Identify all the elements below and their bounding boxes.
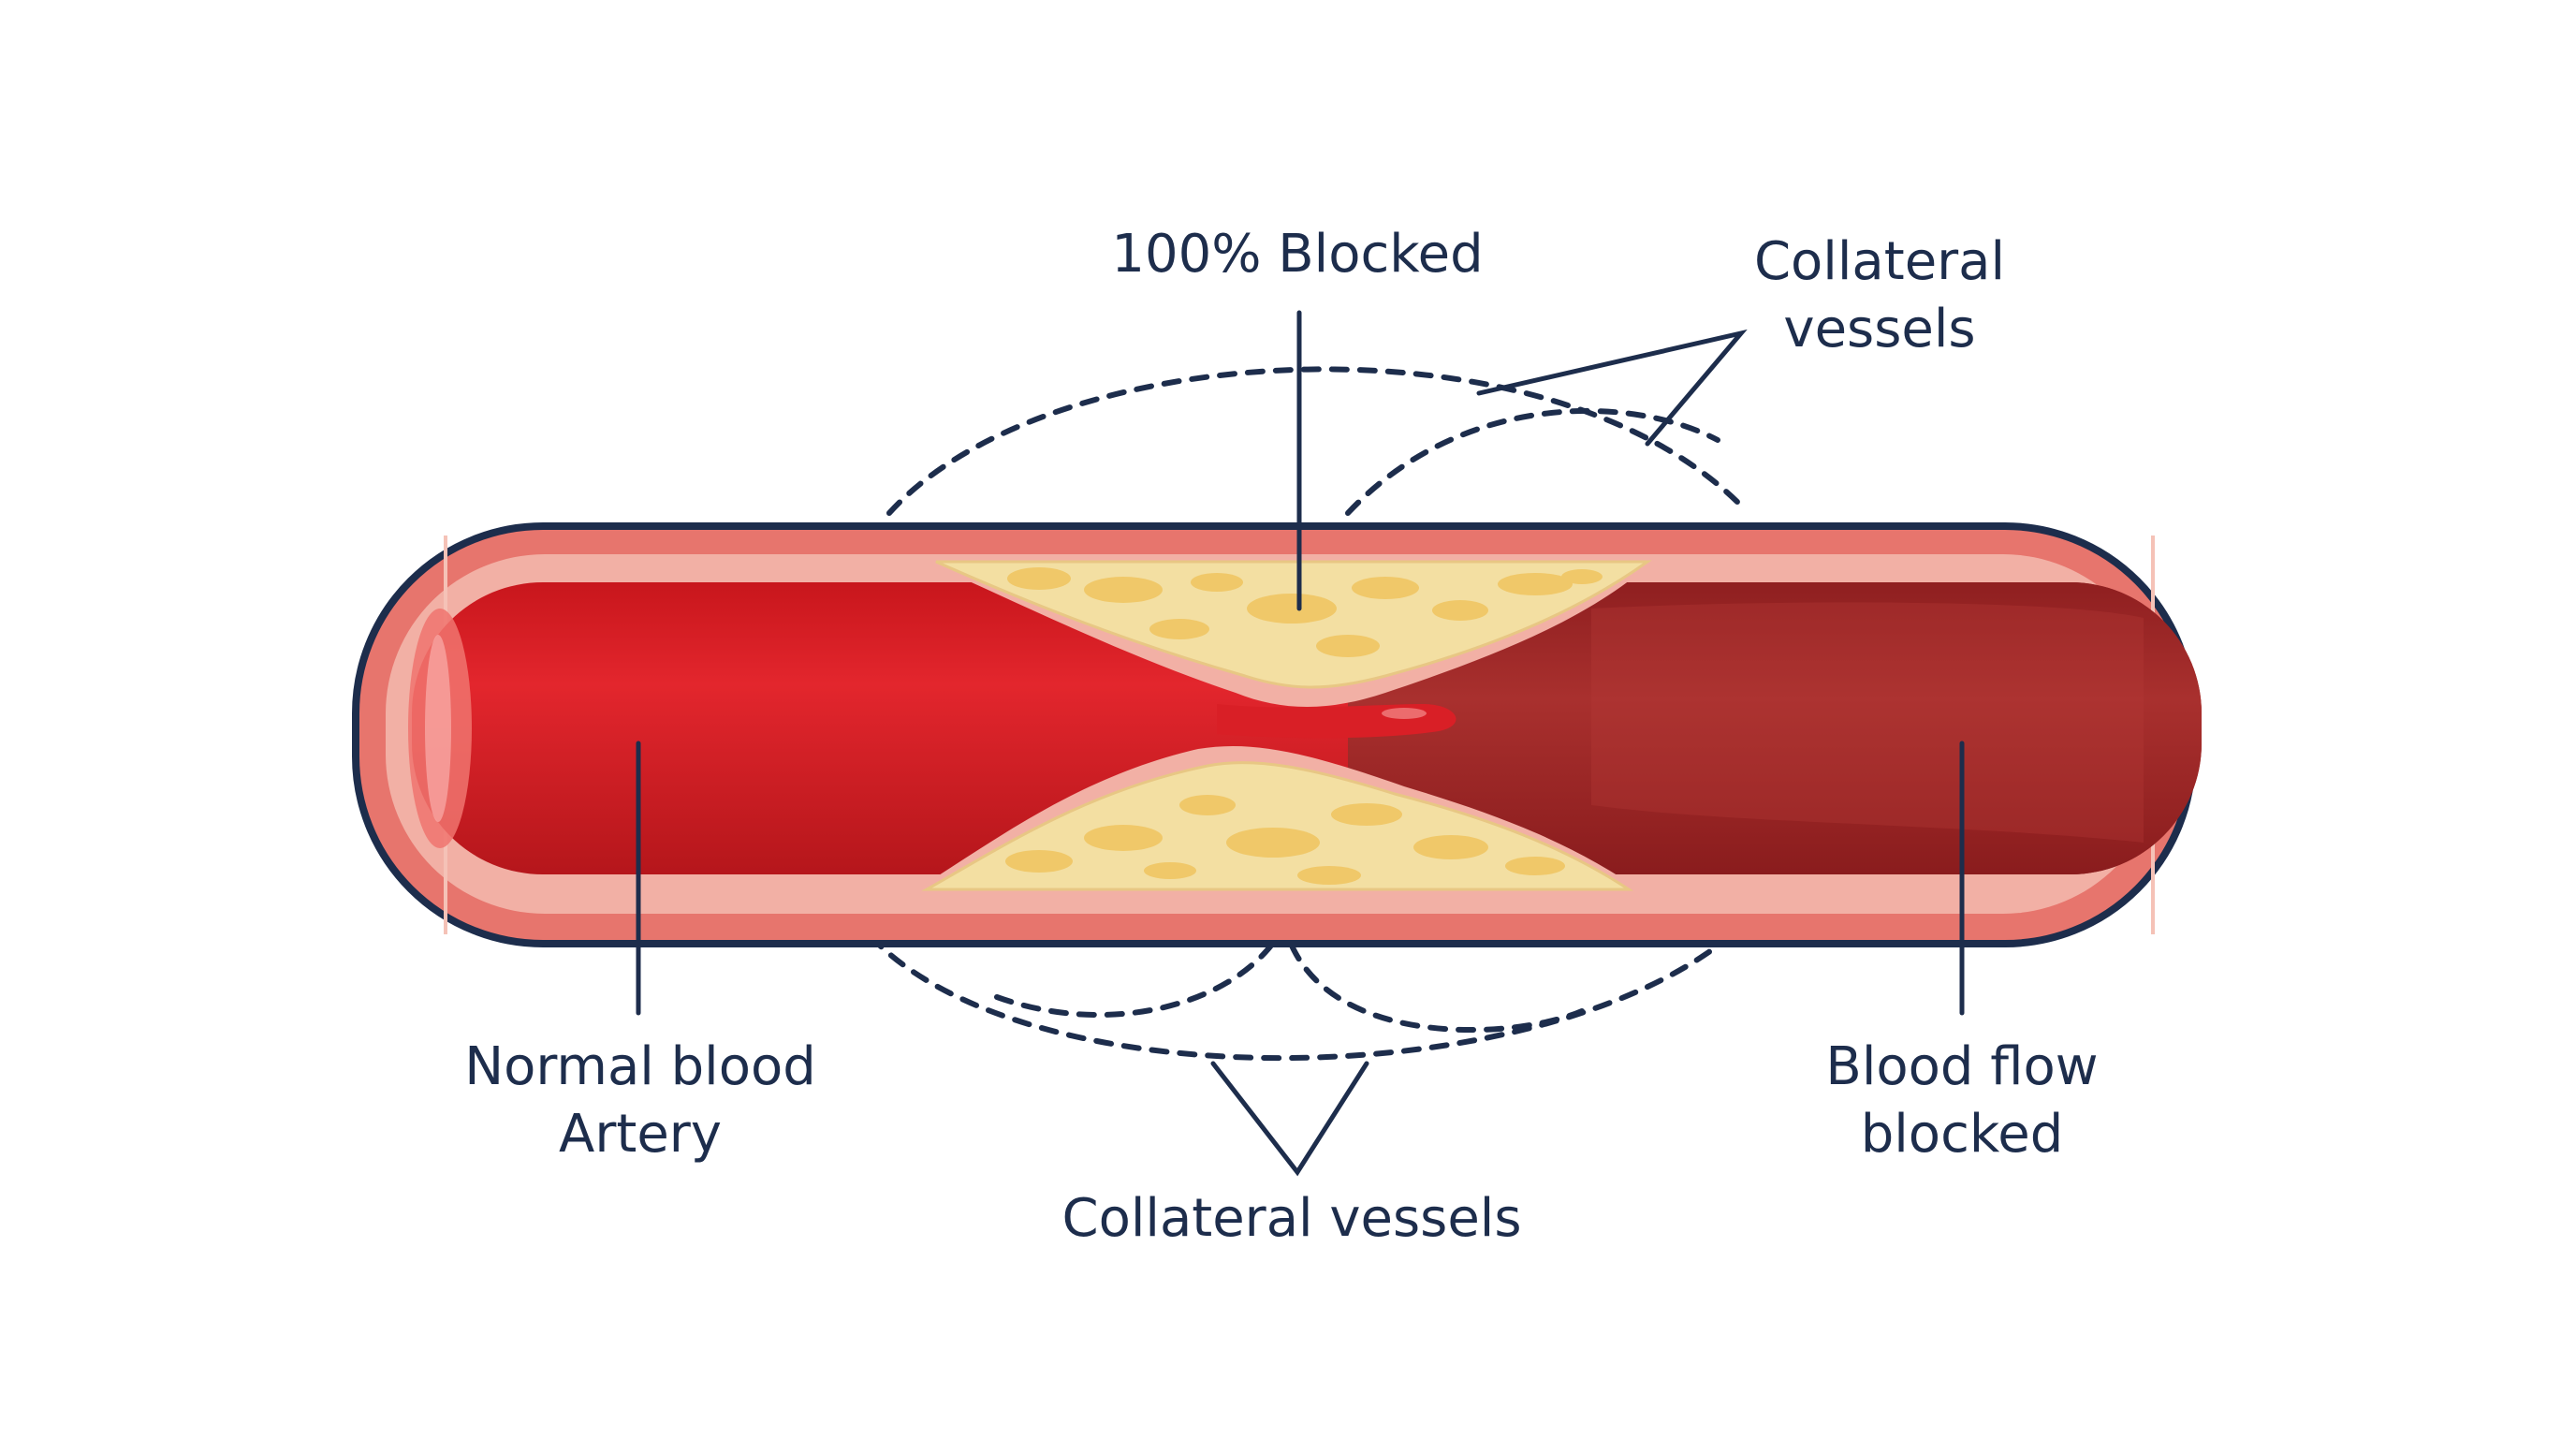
leader-collateral-top	[1476, 329, 1748, 447]
label-collateral-top-line1: Collateral	[1753, 231, 2006, 292]
label-normal-blood-artery: Normal blood Artery	[464, 1034, 816, 1168]
collateral-arc-top-outer	[886, 366, 1744, 516]
collateral-vessels-bottom	[868, 924, 1744, 1062]
leader-collateral-bottom	[1210, 1061, 1369, 1177]
collateral-arc-bottom-outer	[868, 924, 1744, 1062]
collateral-arc-bottom-inner	[994, 933, 1281, 1018]
plaque-top	[917, 558, 1657, 707]
collateral-arc-top-inner	[1345, 408, 1720, 516]
label-100-blocked: 100% Blocked	[1111, 221, 1483, 288]
collateral-vessels-top	[886, 366, 1744, 516]
label-collateral-top-line2: vessels	[1783, 299, 1976, 360]
label-collateral-vessels-top: Collateral vessels	[1754, 228, 2005, 363]
label-blocked-flow-line1: Blood flow	[1825, 1036, 2099, 1097]
label-collateral-vessels-bottom: Collateral vessels	[1061, 1185, 1521, 1253]
label-blocked-flow-line2: blocked	[1860, 1104, 2064, 1165]
label-collateral-bottom-text: Collateral vessels	[1061, 1188, 1522, 1249]
label-blood-flow-blocked: Blood flow blocked	[1825, 1034, 2098, 1168]
plaque-bottom	[908, 745, 1647, 895]
label-normal-line2: Artery	[559, 1104, 722, 1165]
label-100-blocked-text: 100% Blocked	[1111, 224, 1484, 285]
blood-trickle	[1217, 704, 1456, 739]
label-normal-line1: Normal blood	[464, 1036, 816, 1097]
collateral-arc-bottom-right	[1289, 943, 1585, 1033]
